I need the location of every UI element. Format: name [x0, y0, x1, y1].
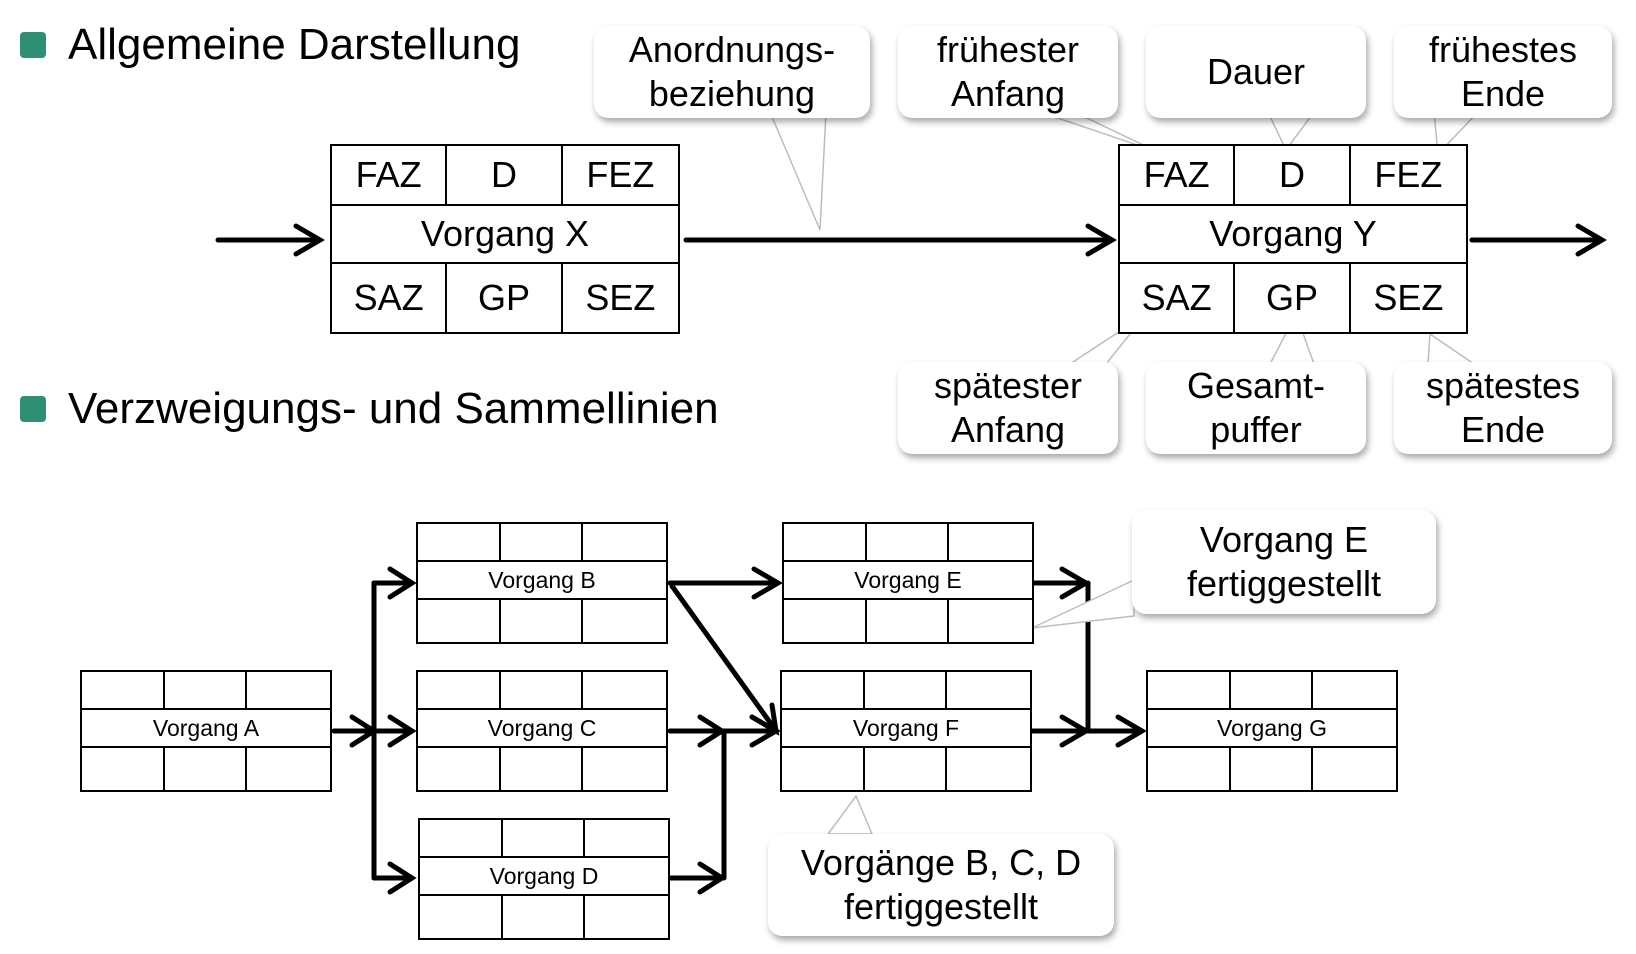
arrow-into-x [215, 223, 325, 257]
node-vorgang-x: FAZ D FEZ Vorgang X SAZ GP SEZ [330, 144, 680, 334]
node-y-saz: SAZ [1120, 264, 1236, 332]
node-vorgang-f: Vorgang F [780, 670, 1032, 792]
callout-total-float: Gesamt-puffer [1146, 362, 1366, 454]
arrow-to-c [371, 714, 417, 748]
node-vorgang-b: Vorgang B [416, 522, 668, 644]
node-x-d: D [447, 146, 563, 206]
callout-tail-bcd-done [826, 794, 874, 835]
arrow-b-to-f [669, 583, 780, 736]
section-heading-general: Allgemeine Darstellung [68, 20, 521, 69]
node-vorgang-y: FAZ D FEZ Vorgang Y SAZ GP SEZ [1118, 144, 1468, 334]
node-x-saz: SAZ [332, 264, 448, 332]
callout-tail-relation [768, 111, 827, 231]
node-y-gp: GP [1235, 264, 1351, 332]
arrow-f-to-collector [1029, 714, 1091, 748]
callout-relation: Anordnungs-beziehung [594, 26, 870, 118]
node-x-fez: FEZ [562, 146, 678, 206]
arrow-a-to-branch [331, 714, 379, 748]
node-c-name: Vorgang C [418, 710, 666, 748]
node-f-name: Vorgang F [782, 710, 1030, 748]
node-y-faz: FAZ [1120, 146, 1236, 206]
section-bullet-general [20, 32, 46, 58]
node-x-sez: SEZ [585, 277, 656, 318]
arrow-d-to-collector [667, 861, 727, 895]
arrow-out-of-y [1469, 223, 1607, 257]
node-b-name: Vorgang B [418, 562, 666, 600]
node-y-d: D [1235, 146, 1351, 206]
arrow-to-b [371, 566, 417, 600]
arrow-to-d [371, 861, 417, 895]
node-vorgang-c: Vorgang C [416, 670, 668, 792]
section-bullet-branching [20, 396, 46, 422]
arrow-collector-to-g [1085, 714, 1147, 748]
node-y-sez: SEZ [1373, 277, 1444, 318]
node-x-name: Vorgang X [332, 206, 678, 264]
node-a-name: Vorgang A [82, 710, 330, 748]
callout-tail-latest-end [1427, 332, 1477, 365]
node-y-fez: FEZ [1350, 146, 1466, 206]
node-vorgang-a: Vorgang A [80, 670, 332, 792]
node-y-name: Vorgang Y [1120, 206, 1466, 264]
section-heading-branching: Verzweigungs- und Sammellinien [68, 384, 719, 433]
node-d-name: Vorgang D [420, 858, 668, 896]
node-vorgang-d: Vorgang D [418, 818, 670, 940]
arrow-c-to-collector [667, 714, 727, 748]
callout-duration: Dauer [1146, 26, 1366, 118]
node-x-gp: GP [447, 264, 563, 332]
node-e-name: Vorgang E [784, 562, 1032, 600]
node-x-faz: FAZ [332, 146, 448, 206]
node-vorgang-g: Vorgang G [1146, 670, 1398, 792]
node-vorgang-e: Vorgang E [782, 522, 1034, 644]
arrow-e-to-collector [1031, 566, 1091, 600]
arrow-b-to-e [667, 566, 783, 600]
node-g-name: Vorgang G [1148, 710, 1396, 748]
arrow-collector-to-f [721, 714, 781, 748]
arrow-x-to-y [683, 223, 1117, 257]
